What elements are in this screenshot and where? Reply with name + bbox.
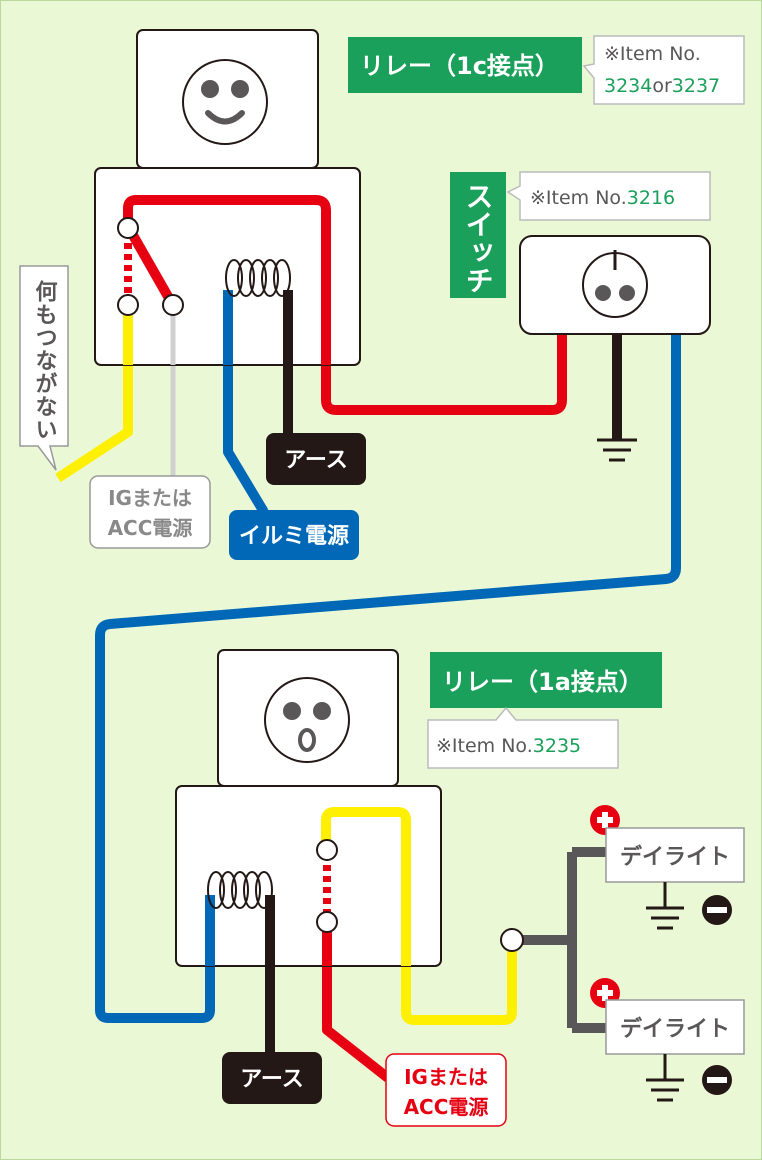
coil-icon — [207, 871, 273, 909]
ig-acc-1-line2: ACC電源 — [108, 516, 193, 540]
ground-icon — [646, 882, 684, 930]
earth-1-badge — [266, 433, 366, 485]
illumi-label: イルミ電源 — [239, 524, 349, 549]
relay1-note-number-a: 3234 — [604, 75, 652, 97]
smile-face-icon — [182, 59, 268, 145]
wire-blue-long — [95, 335, 681, 1023]
coil-icon — [225, 259, 291, 297]
earth-2-badge — [222, 1052, 322, 1104]
svg-text:※Item No.3216: ※Item No.3216 — [530, 187, 675, 209]
contact-terminal — [117, 217, 139, 239]
nothing-connected-callout: 何もつながない — [19, 265, 69, 471]
ig-acc-2-box — [385, 1053, 507, 1127]
relay2-note-prefix: ※Item No. — [436, 735, 533, 757]
switch-title-badge — [450, 172, 506, 298]
contact-terminal — [316, 839, 338, 861]
svg-text:3234or3237: 3234or3237 — [604, 75, 720, 97]
switch-note: ※Item No.3216 — [506, 171, 711, 221]
daylight-1-box — [605, 827, 745, 883]
ground-icon — [646, 1054, 684, 1102]
earth-2-label: アース — [240, 1067, 304, 1092]
relay2-body-box — [175, 785, 442, 967]
relay2-note-number: 3235 — [533, 735, 581, 757]
contact-terminal — [117, 294, 139, 316]
ig-acc-1-box — [89, 475, 211, 549]
power-icon — [582, 250, 648, 318]
minus-icon — [702, 895, 732, 925]
relay1-title-badge — [348, 37, 582, 93]
relay2-title-badge — [430, 652, 662, 708]
ground-icon — [597, 438, 637, 462]
junction-terminal — [500, 928, 524, 952]
ig-acc-2-line2: ACC電源 — [404, 1095, 489, 1119]
ig-acc-1-line1: IGまたは — [108, 486, 192, 510]
minus-icon — [702, 1065, 732, 1095]
relay2-title: リレー（1a接点） — [442, 668, 643, 696]
illumi-badge — [229, 510, 359, 560]
svg-text:※Item No.3235: ※Item No.3235 — [436, 735, 581, 757]
contact-terminal — [316, 911, 338, 933]
wire-gray-daylights — [520, 847, 608, 1033]
earth-1-label: アース — [284, 448, 348, 473]
switch-note-prefix: ※Item No. — [530, 187, 627, 209]
relay1-title: リレー（1c接点） — [360, 52, 559, 80]
ig-acc-2-line1: IGまたは — [404, 1065, 488, 1089]
switch-title: スイッチ — [462, 182, 495, 294]
relay1-note-or: or — [652, 75, 672, 97]
surprised-face-icon — [264, 677, 350, 763]
switch-note-number: 3216 — [627, 187, 675, 209]
relay2-note: ※Item No.3235 — [427, 706, 619, 769]
daylight-2-box — [605, 999, 745, 1055]
relay1-note: ※Item No. 3234or3237 — [582, 35, 745, 105]
nothing-connected-label: 何もつながない — [32, 279, 58, 441]
relay1-note-line1: ※Item No. — [604, 43, 701, 65]
contact-terminal — [162, 294, 184, 316]
relay1-note-number-b: 3237 — [672, 75, 720, 97]
daylight-1-label: デイライト — [620, 844, 730, 870]
daylight-2-label: デイライト — [620, 1016, 730, 1042]
